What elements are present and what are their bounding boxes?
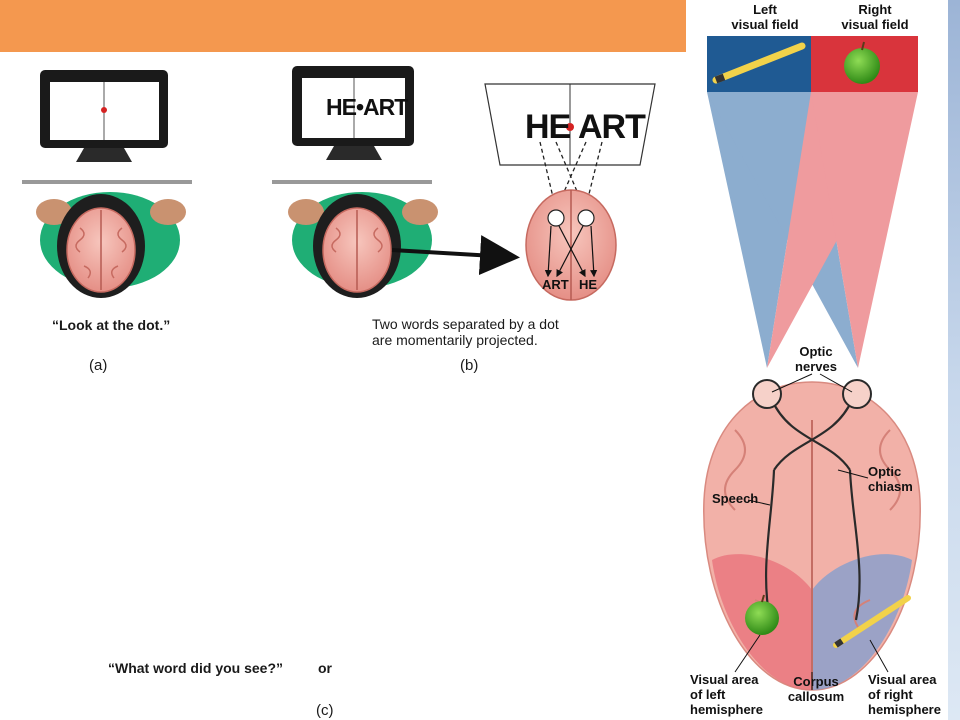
light-beams [707, 92, 918, 368]
panel-a-table-edge [22, 180, 192, 184]
apple-icon [844, 41, 880, 84]
top-banner [0, 0, 686, 52]
brain-top-view [703, 379, 921, 691]
screen-dot [566, 123, 574, 131]
brain-pencil-icon [833, 595, 911, 648]
panel-b-monitor-word: HE•ART [326, 94, 408, 120]
label-leader-lines [734, 373, 889, 690]
panel-b-monitor [292, 66, 414, 160]
panel-b-caption-line2: are momentarily projected. [372, 332, 538, 348]
projection-screen [484, 83, 656, 166]
visual-field-box [707, 36, 918, 92]
brain-apple-icon [745, 594, 779, 635]
right-edge-strip [948, 0, 960, 720]
panel-b-person-top-view [288, 192, 438, 298]
fixation-dot [101, 107, 107, 113]
panel-b-caption-line1: Two words separated by a dot [372, 316, 559, 332]
brain-output-art: ART [542, 277, 569, 292]
panel-b-brain-diagram [525, 189, 617, 301]
panel-a-letter: (a) [89, 357, 108, 374]
panel-a-monitor [40, 70, 168, 162]
speech-label: Speech [712, 491, 759, 506]
panel-b-letter: (b) [460, 357, 479, 374]
brain-output-he: HE [579, 277, 598, 292]
panel-a-caption: “Look at the dot.” [52, 317, 171, 333]
panel-b-table-edge [272, 180, 432, 184]
zoom-arrow [391, 235, 520, 276]
panel-a-person-top-view [36, 192, 186, 298]
panel-c-letter: (c) [316, 702, 334, 719]
screen-word-left: HE [525, 108, 571, 146]
screen-word-right: ART [578, 108, 646, 146]
panel-c-question: “What word did you see?” [108, 660, 284, 676]
pencil-icon [712, 42, 806, 84]
panel-c-or: or [318, 660, 332, 676]
